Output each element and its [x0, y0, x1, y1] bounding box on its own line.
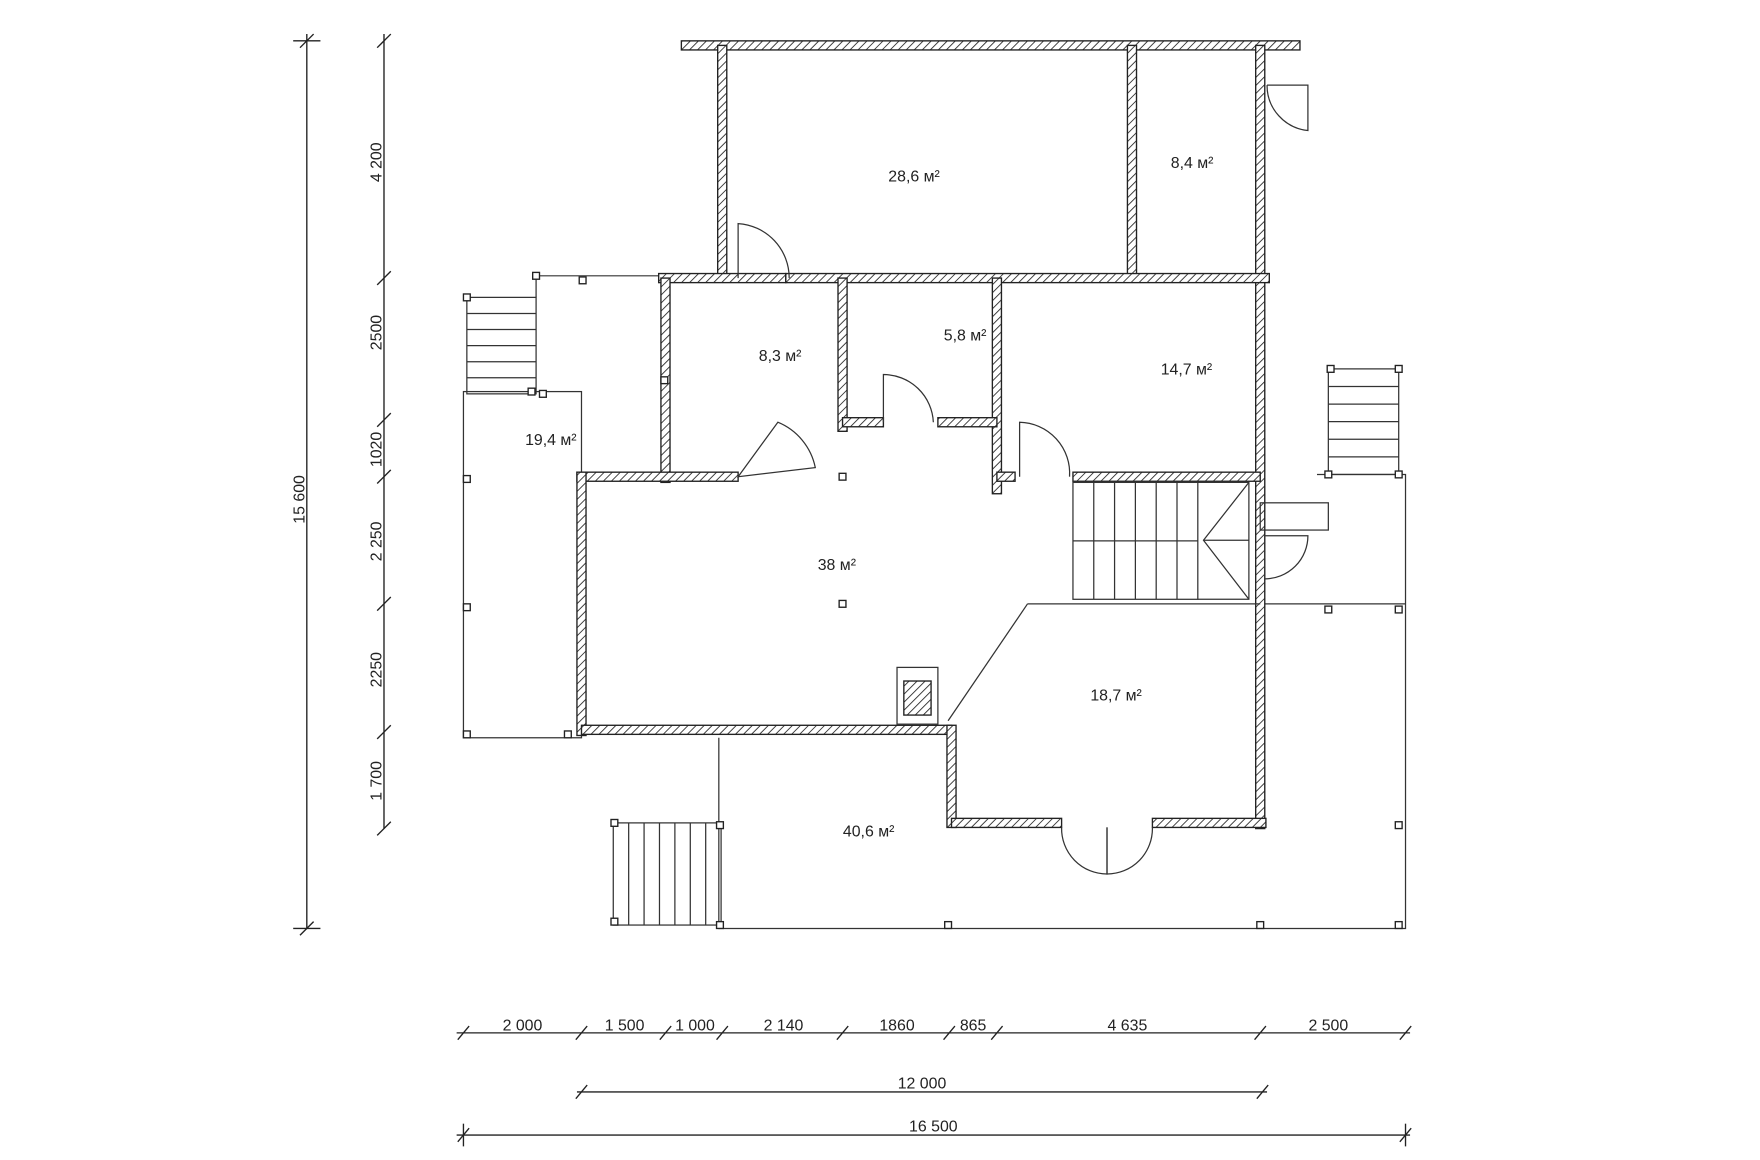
post-marker [1394, 920, 1403, 930]
post-marker [563, 730, 572, 739]
dim-tick [1256, 1084, 1269, 1100]
post-marker [1256, 920, 1265, 930]
post-marker [578, 276, 587, 285]
room-area-label: 18,7 м² [1090, 687, 1142, 704]
dim-horizontal-total: 16 500 [909, 1119, 958, 1136]
posts [462, 271, 1403, 930]
room-area-label: 14,7 м² [1161, 362, 1213, 379]
room-area-label: 5,8 м² [944, 328, 987, 345]
dim-tick [836, 1025, 849, 1041]
dim-vertical-total: 15 600 [292, 475, 309, 524]
post-marker [1394, 605, 1403, 614]
room-area-label: 8,4 м² [1171, 155, 1214, 172]
dim-horizontal: 2 500 [1308, 1018, 1348, 1035]
room-area-label: 19,4 м² [525, 432, 577, 449]
dim-vertical: 2 250 [369, 521, 386, 561]
doors [736, 84, 1309, 875]
dim-horizontal: 4 635 [1108, 1018, 1148, 1035]
post-marker [1394, 364, 1403, 373]
vertical-dimensions: 15 600 4 200 2500 1020 2 250 2250 1 700 [292, 33, 392, 936]
dim-horizontal: 1 500 [605, 1018, 645, 1035]
dim-tick [575, 1025, 588, 1041]
dim-horizontal: 2 140 [764, 1018, 804, 1035]
dim-vertical: 2250 [369, 652, 386, 687]
porch-landing [1259, 502, 1329, 531]
post-marker [944, 920, 953, 930]
dim-tick [457, 1025, 470, 1041]
post-marker [538, 389, 547, 398]
post-marker [838, 472, 847, 481]
dim-horizontal: 1860 [879, 1018, 914, 1035]
dim-tick [299, 921, 315, 936]
room-labels: 28,6 м² 8,4 м² 8,3 м² 5,8 м² 14,7 м² 19,… [525, 155, 1213, 841]
stove-icon [896, 666, 939, 725]
dim-tick [299, 33, 315, 49]
dim-tick [943, 1025, 956, 1041]
dim-horizontal: 865 [960, 1018, 987, 1035]
horizontal-dimensions: 2 000 1 500 1 000 2 140 1860 865 4 635 2… [456, 1018, 1412, 1147]
dim-horizontal-mid: 12 000 [898, 1075, 947, 1092]
post-marker [527, 387, 536, 396]
dim-tick [716, 1025, 729, 1041]
post-marker [610, 917, 619, 926]
dim-tick [376, 469, 392, 485]
post-marker [462, 474, 471, 484]
room-area-label: 38 м² [818, 557, 856, 574]
dim-tick [575, 1084, 588, 1100]
dim-tick [376, 821, 392, 836]
dim-vertical: 1 700 [369, 761, 386, 801]
dim-tick [659, 1025, 672, 1041]
post-marker [462, 603, 471, 612]
dim-tick [376, 270, 392, 286]
dim-tick [376, 33, 392, 49]
dim-vertical: 4 200 [369, 142, 386, 182]
stairs [466, 296, 1400, 926]
post-marker [1326, 364, 1335, 373]
dim-horizontal: 1 000 [675, 1018, 715, 1035]
stair-outline [612, 822, 722, 926]
walls [576, 40, 1301, 830]
post-marker [1324, 605, 1333, 614]
post-marker [1394, 821, 1403, 830]
dim-tick [990, 1025, 1004, 1041]
post-marker [1394, 470, 1403, 479]
room-area-label: 40,6 м² [843, 824, 895, 841]
post-marker [715, 920, 725, 930]
post-marker [838, 599, 847, 608]
post-marker [462, 730, 471, 739]
dim-tick [376, 596, 392, 612]
post-marker [1324, 470, 1333, 479]
post-marker [462, 293, 471, 302]
room-area-label: 28,6 м² [888, 169, 940, 186]
dim-tick [1254, 1025, 1267, 1041]
post-marker [660, 376, 669, 385]
post-marker [715, 821, 725, 830]
dim-vertical: 1020 [369, 432, 386, 467]
dim-vertical: 2500 [369, 315, 386, 350]
post-marker [532, 271, 541, 280]
room-area-label: 8,3 м² [759, 348, 802, 365]
dim-tick [1399, 1025, 1412, 1041]
dim-tick [376, 412, 392, 428]
dim-horizontal: 2 000 [503, 1018, 543, 1035]
dim-tick [376, 724, 392, 740]
post-marker [610, 818, 619, 827]
